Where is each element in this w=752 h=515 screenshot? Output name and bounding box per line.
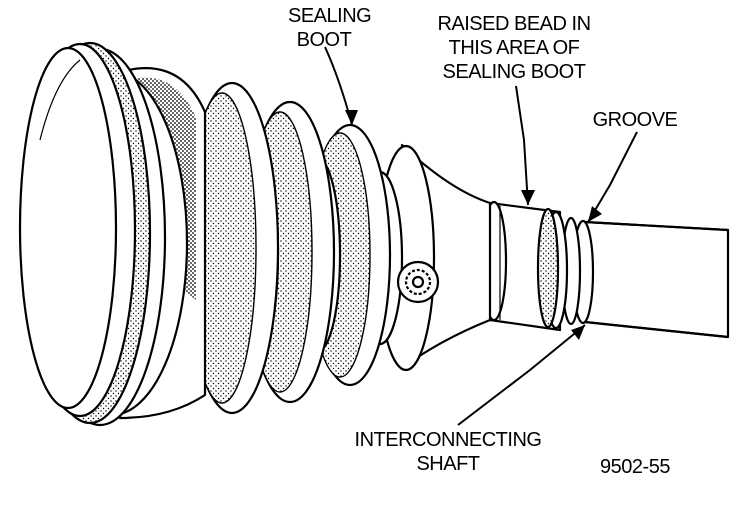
label-line: BOOT — [296, 29, 352, 51]
label-line: GROOVE — [592, 109, 678, 131]
figure-number: 9502-55 — [600, 456, 670, 478]
label-line: INTERCONNECTING — [354, 429, 542, 451]
leader-groove — [587, 131, 638, 223]
interconnecting-shaft-drawing — [583, 220, 730, 339]
raised-bead-drawing — [480, 200, 569, 332]
label-line: THIS AREA OF — [448, 37, 580, 59]
label-groove: GROOVE — [586, 108, 684, 132]
label-line: RAISED BEAD IN — [437, 13, 591, 35]
label-line: SHAFT — [416, 453, 480, 475]
label-interconnecting-shaft: INTERCONNECTING SHAFT — [346, 428, 550, 476]
leader-shaft — [457, 324, 586, 426]
sealing-boot-drawing — [184, 81, 436, 415]
outer-housing-drawing — [18, 41, 207, 427]
label-raised-bead: RAISED BEAD IN THIS AREA OF SEALING BOOT — [430, 12, 598, 84]
label-line: SEALING BOOT — [442, 61, 586, 83]
label-line: SEALING — [288, 5, 372, 27]
leader-raised-bead — [515, 85, 529, 206]
vent-detail — [396, 260, 440, 304]
label-sealing-boot: SEALING BOOT — [288, 4, 372, 52]
